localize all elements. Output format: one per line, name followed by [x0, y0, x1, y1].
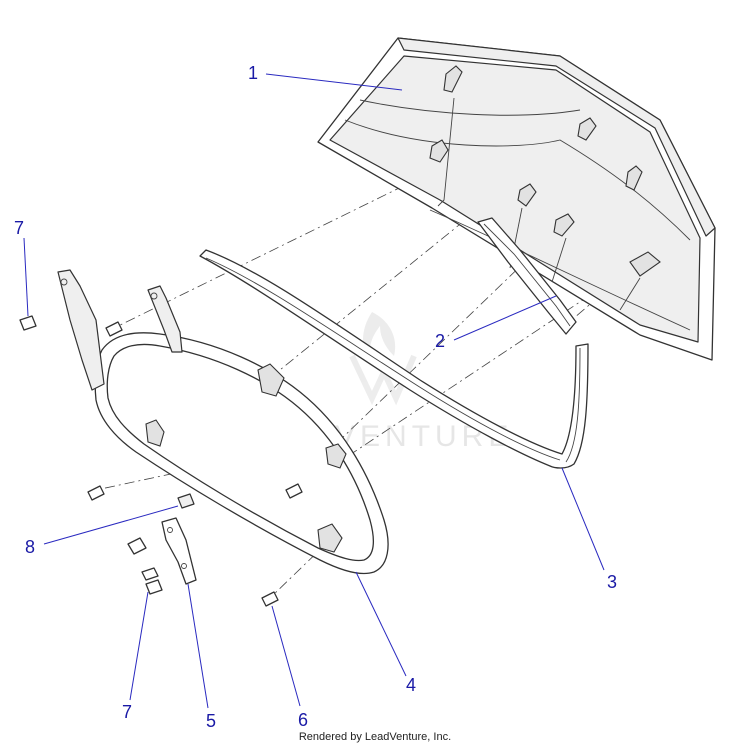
- callout-3: 3: [607, 572, 617, 592]
- part-screws: [87, 321, 303, 607]
- render-credit: Rendered by LeadVenture, Inc.: [298, 731, 452, 743]
- leader-lines: [23, 73, 605, 709]
- part-tubular-frame: [57, 269, 389, 575]
- part-bracket: [161, 517, 197, 585]
- callout-8: 8: [25, 537, 35, 557]
- callout-2: 2: [435, 331, 445, 351]
- callout-6: 6: [298, 710, 308, 730]
- part-seal-strip-short: [477, 217, 577, 335]
- part-bolts: [19, 315, 163, 595]
- callout-4: 4: [406, 675, 416, 695]
- part-nut: [177, 493, 195, 509]
- callout-7-bottom: 7: [122, 702, 132, 722]
- part-windshield-panel: [317, 37, 716, 361]
- callout-7-top: 7: [14, 218, 24, 238]
- callout-5: 5: [206, 711, 216, 731]
- callout-labels: 1 2 3 4 5 6 7 7 8: [14, 63, 617, 731]
- part-seal-strip-long: [199, 249, 589, 469]
- callout-1: 1: [248, 63, 258, 83]
